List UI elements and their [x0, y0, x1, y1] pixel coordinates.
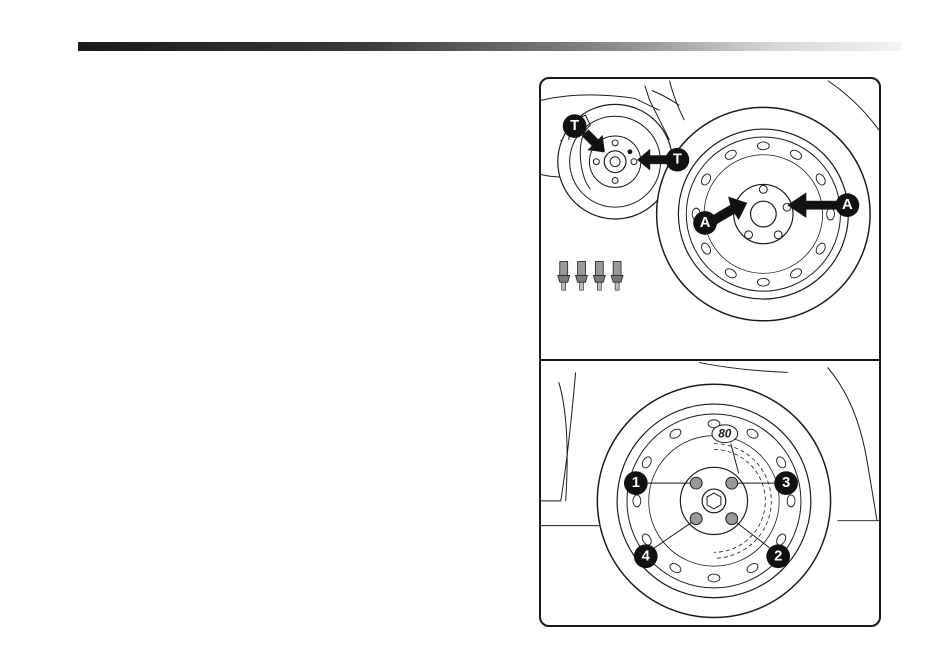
header-rule — [78, 42, 902, 51]
sequence-callout-2: 2 — [766, 544, 790, 568]
callout-t-right: T — [666, 148, 690, 172]
sequence-callout-3: 3 — [774, 471, 798, 495]
wheel-bolt-icon — [576, 261, 588, 290]
centering-pin-icon — [627, 149, 632, 154]
callout-label: A — [700, 215, 711, 231]
wheel-bolt-icon — [690, 477, 702, 489]
figure-panel-bottom: 80 1 2 3 4 — [541, 361, 879, 627]
spare-wheel — [657, 107, 870, 320]
figure-panel-top: T T A A — [541, 79, 879, 359]
sequence-number: 3 — [782, 475, 790, 491]
wheel-bolt-icon — [611, 261, 623, 290]
callout-a-left: A — [693, 211, 717, 235]
sequence-number: 4 — [642, 548, 651, 564]
wheel-bolt-icon — [726, 513, 738, 525]
callout-label: A — [842, 197, 853, 213]
callout-t-left: T — [563, 114, 587, 138]
callout-a-right: A — [836, 193, 860, 217]
sequence-number: 2 — [774, 548, 782, 564]
wheel-bolt-icon — [690, 513, 702, 525]
torque-callout: 80 — [712, 425, 738, 443]
wheel-mount-illustration: T T A A — [541, 79, 879, 359]
sequence-number: 1 — [632, 475, 640, 491]
sequence-callout-1: 1 — [624, 471, 648, 495]
sequence-callout-4: 4 — [634, 544, 658, 568]
wheel-bolt-icon — [558, 261, 570, 290]
wheel-install-figure: T T A A — [539, 77, 881, 627]
torque-value: 80 — [718, 427, 732, 441]
wheel-bolt-icon — [726, 477, 738, 489]
tightening-sequence-illustration: 80 1 2 3 4 — [541, 361, 879, 627]
mounted-wheel — [597, 384, 830, 617]
callout-label: T — [570, 118, 579, 134]
callout-label: T — [673, 152, 682, 168]
wheel-bolt-icon — [593, 261, 605, 290]
wheel-bolts-set — [558, 261, 623, 290]
